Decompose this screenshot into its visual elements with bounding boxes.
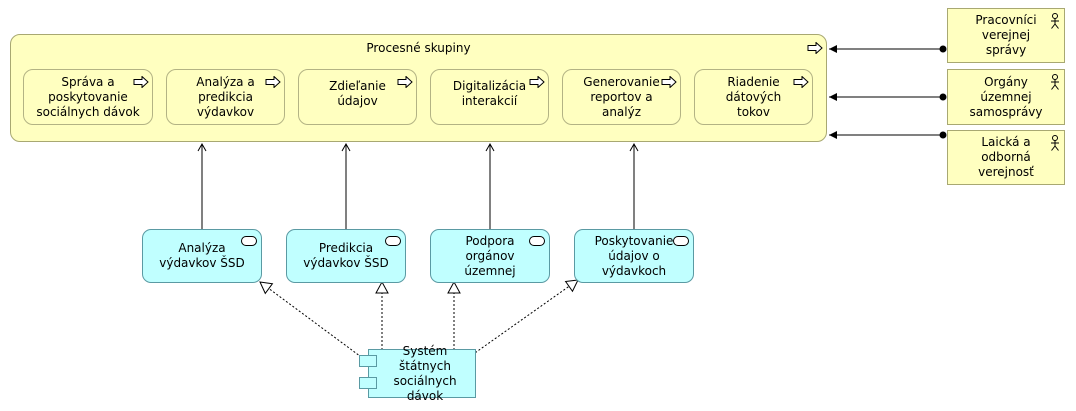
realization-line-1 <box>259 281 369 363</box>
process-label-3: Zdieľanie údajov <box>329 79 386 108</box>
actor-box-1[interactable]: Pracovníci verejnej správy <box>947 8 1065 63</box>
actor-label-2: Orgány územnej samosprávy <box>969 74 1043 119</box>
component-icon-tab <box>359 377 377 389</box>
process-label-4: Digitalizácia interakcií <box>452 79 527 108</box>
process-arrow-icon <box>133 76 149 88</box>
actor-label-1: Pracovníci verejnej správy <box>975 13 1037 57</box>
actor-icon <box>1051 135 1059 151</box>
realization-line-4 <box>471 279 579 356</box>
process-box-5[interactable]: Generovanie reportov a analýz <box>562 69 681 125</box>
process-box-3[interactable]: Zdieľanie údajov <box>298 69 417 125</box>
service-box-2[interactable]: Predikcia výdavkov ŠSD <box>286 229 406 283</box>
service-pill-icon <box>673 236 689 246</box>
process-group[interactable]: Procesné skupiny Správa a poskytovanie s… <box>10 34 827 142</box>
service-box-3[interactable]: Podpora orgánov územnej <box>430 229 550 283</box>
process-box-6[interactable]: Riadenie dátových tokov <box>694 69 813 125</box>
application-component[interactable]: Systém štátnych sociálnych dávok <box>368 344 476 403</box>
process-box-2[interactable]: Analýza a predikcia výdavkov <box>166 69 285 125</box>
process-label-1: Správa a poskytovanie sociálnych dávok <box>36 74 140 119</box>
component-icon <box>359 355 377 367</box>
process-label-5: Generovanie reportov a analýz <box>583 74 660 119</box>
service-label-3: Podpora orgánov územnej <box>464 233 516 278</box>
service-box-4[interactable]: Poskytovanie údajov o výdavkoch <box>574 229 694 283</box>
process-arrow-icon <box>807 42 823 54</box>
process-arrow-icon <box>265 76 281 88</box>
service-pill-icon <box>241 236 257 246</box>
service-label-2: Predikcia výdavkov ŠSD <box>303 241 389 270</box>
actor-box-2[interactable]: Orgány územnej samosprávy <box>947 69 1065 125</box>
actor-icon <box>1051 13 1059 29</box>
service-pill-icon <box>385 236 401 246</box>
process-arrow-icon <box>793 76 809 88</box>
process-group-title: Procesné skupiny <box>366 41 471 55</box>
service-label-4: Poskytovanie údajov o výdavkoch <box>594 233 674 278</box>
process-box-1[interactable]: Správa a poskytovanie sociálnych dávok <box>23 69 153 125</box>
service-box-1[interactable]: Analýza výdavkov ŠSD <box>142 229 262 283</box>
process-arrow-icon <box>397 76 413 88</box>
process-arrow-icon <box>529 76 545 88</box>
actor-box-3[interactable]: Laická a odborná verejnosť <box>947 130 1065 185</box>
process-label-2: Analýza a predikcia výdavkov <box>196 74 255 119</box>
service-pill-icon <box>529 236 545 246</box>
actor-icon <box>1051 74 1059 90</box>
process-label-6: Riadenie dátových tokov <box>725 74 782 119</box>
process-arrow-icon <box>661 76 677 88</box>
actor-label-3: Laická a odborná verejnosť <box>978 135 1034 179</box>
service-label-1: Analýza výdavkov ŠSD <box>159 241 245 270</box>
component-label: Systém štátnych sociálnych dávok <box>393 343 457 403</box>
process-box-4[interactable]: Digitalizácia interakcií <box>430 69 549 125</box>
